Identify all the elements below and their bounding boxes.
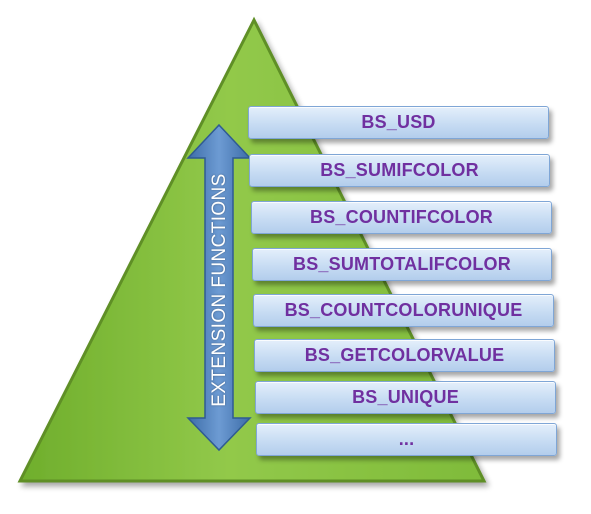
function-label: BS_USD bbox=[361, 112, 436, 132]
function-box-bs-usd: BS_USD bbox=[248, 106, 549, 139]
function-label: BS_UNIQUE bbox=[352, 387, 459, 407]
function-box-bs-getcolorvalue: BS_GETCOLORVALUE bbox=[254, 339, 555, 372]
function-box-bs-sumifcolor: BS_SUMIFCOLOR bbox=[249, 154, 550, 187]
function-label: BS_COUNTCOLORUNIQUE bbox=[284, 300, 523, 320]
function-label: BS_COUNTIFCOLOR bbox=[310, 207, 493, 227]
function-box-more: ... bbox=[256, 423, 557, 456]
function-label: BS_GETCOLORVALUE bbox=[304, 345, 505, 365]
function-box-bs-sumtotalifcolor: BS_SUMTOTALIFCOLOR bbox=[252, 248, 552, 281]
function-label: BS_SUMTOTALIFCOLOR bbox=[293, 254, 511, 274]
double-arrow-icon bbox=[186, 123, 252, 452]
function-label: ... bbox=[398, 429, 415, 449]
function-box-bs-countifcolor: BS_COUNTIFCOLOR bbox=[251, 201, 552, 234]
function-label: BS_SUMIFCOLOR bbox=[320, 160, 479, 180]
function-box-bs-unique: BS_UNIQUE bbox=[255, 381, 556, 414]
function-box-bs-countcolorunique: BS_COUNTCOLORUNIQUE bbox=[253, 294, 554, 327]
arrow-label: EXTENSION FUNCTIONS bbox=[209, 173, 230, 407]
